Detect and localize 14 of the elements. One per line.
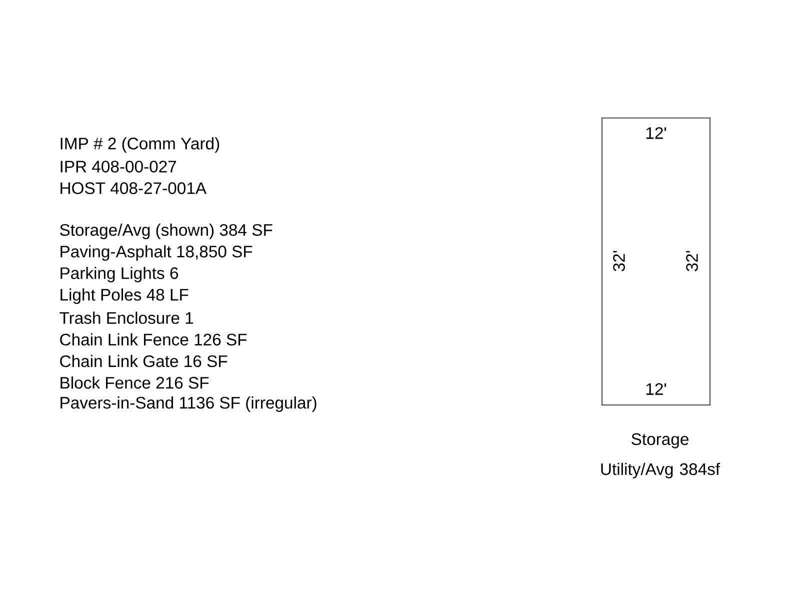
list-text: IPR 408-00-027	[60, 160, 176, 172]
caption-text: Storage Utility/Avg 384sf	[601, 433, 720, 478]
list-text: IMP # 2 (Comm Yard)	[60, 137, 220, 153]
storage-plan-box: 12' 32' 32' 12'	[601, 117, 711, 406]
list-text: Light Poles 48 LF	[60, 288, 188, 304]
list-text: Chain Link Fence 126 SF	[60, 333, 247, 346]
list-text: Parking Lights 6	[60, 266, 178, 282]
list-text: Paving-Asphalt 18,850 SF	[60, 245, 252, 261]
list-text: Pavers-in-Sand 1136 SF (irregular)	[60, 396, 316, 412]
list-text: Block Fence 216 SF	[60, 376, 209, 389]
list-text: Chain Link Gate 16 SF	[60, 354, 228, 368]
list-text: HOST 408-27-001A	[60, 182, 206, 194]
list-text: Trash Enclosure 1	[60, 312, 194, 324]
list-text: Storage/Avg (shown) 384 SF	[60, 224, 272, 240]
